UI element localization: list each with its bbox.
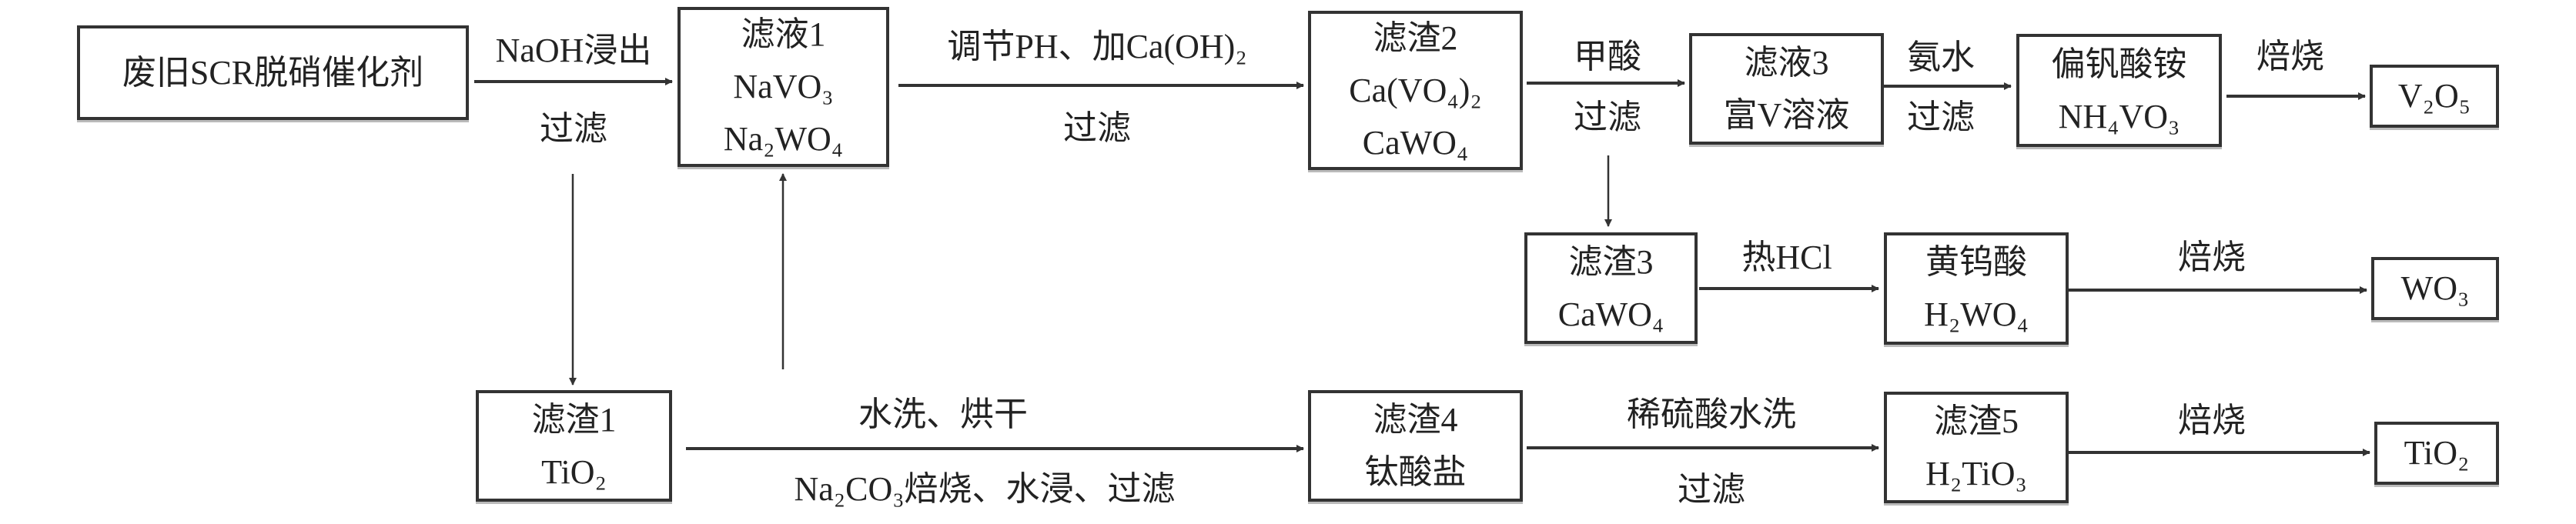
node-line: V₂O₅	[2397, 77, 2471, 115]
node-line: 富V溶液	[1723, 95, 1850, 134]
node-wo3: WO₃	[2371, 257, 2499, 320]
label-dilute-acid: 稀硫酸水洗	[1627, 396, 1796, 433]
node-line: TiO₂	[541, 452, 607, 491]
node-ammonium-metavanadate: 偏钒酸铵 NH₄VO₃	[2016, 34, 2222, 147]
node-line: H₂WO₄	[1924, 295, 2029, 333]
label-formic-filter: 过滤	[1574, 98, 1641, 136]
node-line: WO₃	[2400, 269, 2470, 307]
node-v2o5: V₂O₅	[2370, 65, 2499, 128]
node-line: 滤渣2	[1373, 18, 1458, 57]
node-line: 钛酸盐	[1364, 452, 1467, 491]
node-line: 滤液1	[741, 15, 826, 53]
label-adjust-ph: 调节PH、加Ca(OH)₂	[947, 28, 1247, 65]
node-residue4: 滤渣4 钛酸盐	[1308, 390, 1523, 502]
node-tungstic-acid: 黄钨酸 H₂WO₄	[1884, 232, 2069, 345]
node-line: H₂TiO₃	[1925, 454, 2027, 492]
node-residue5: 滤渣5 H₂TiO₃	[1884, 392, 2069, 503]
node-line: CaWO₄	[1557, 295, 1664, 333]
node-line: 滤渣3	[1568, 242, 1654, 281]
node-line: Na₂WO₄	[723, 120, 844, 158]
node-line: CaWO₄	[1362, 123, 1469, 162]
node-residue3: 滤渣3 CaWO₄	[1524, 232, 1698, 344]
label-roast-ti: 焙烧	[2178, 402, 2246, 439]
node-line: 滤渣4	[1373, 400, 1458, 439]
node-line: NaVO₃	[733, 68, 834, 105]
label-na2co3-roast: Na₂CO₃焙烧、水浸、过滤	[794, 470, 1176, 508]
label-roast-v: 焙烧	[2257, 38, 2324, 75]
label-wash-dry: 水洗、烘干	[858, 396, 1028, 433]
node-residue1: 滤渣1 TiO₂	[476, 390, 672, 502]
node-line: 废旧SCR脱硝催化剂	[122, 53, 424, 92]
label-adjust-ph-filter: 过滤	[1063, 109, 1131, 147]
node-tio2: TiO₂	[2374, 422, 2499, 485]
node-filtrate3: 滤液3 富V溶液	[1689, 33, 1884, 145]
node-residue2: 滤渣2 Ca(VO₄)₂ CaWO₄	[1308, 11, 1523, 170]
label-naoh-filter: 过滤	[540, 110, 607, 148]
node-catalyst: 废旧SCR脱硝催化剂	[77, 25, 469, 120]
node-line: 滤渣5	[1934, 402, 2019, 440]
node-line: NH₄VO₃	[2058, 97, 2180, 135]
label-roast-w: 焙烧	[2178, 239, 2246, 276]
node-line: 黄钨酸	[1925, 243, 2027, 281]
node-line: Ca(VO₄)₂	[1349, 71, 1482, 109]
node-line: 偏钒酸铵	[2051, 45, 2187, 83]
node-line: TiO₂	[2404, 434, 2470, 472]
label-naoh-leach: NaOH浸出	[495, 32, 652, 69]
node-filtrate1: 滤液1 NaVO₃ Na₂WO₄	[677, 7, 889, 167]
label-hot-hcl: 热HCl	[1741, 239, 1832, 276]
label-ammonia: 氨水	[1907, 38, 1975, 76]
label-dilute-acid-filter: 过滤	[1678, 471, 1745, 509]
node-line: 滤液3	[1744, 43, 1829, 82]
label-formic-acid: 甲酸	[1574, 38, 1641, 75]
label-ammonia-filter: 过滤	[1907, 98, 1975, 136]
node-line: 滤渣1	[531, 400, 617, 439]
